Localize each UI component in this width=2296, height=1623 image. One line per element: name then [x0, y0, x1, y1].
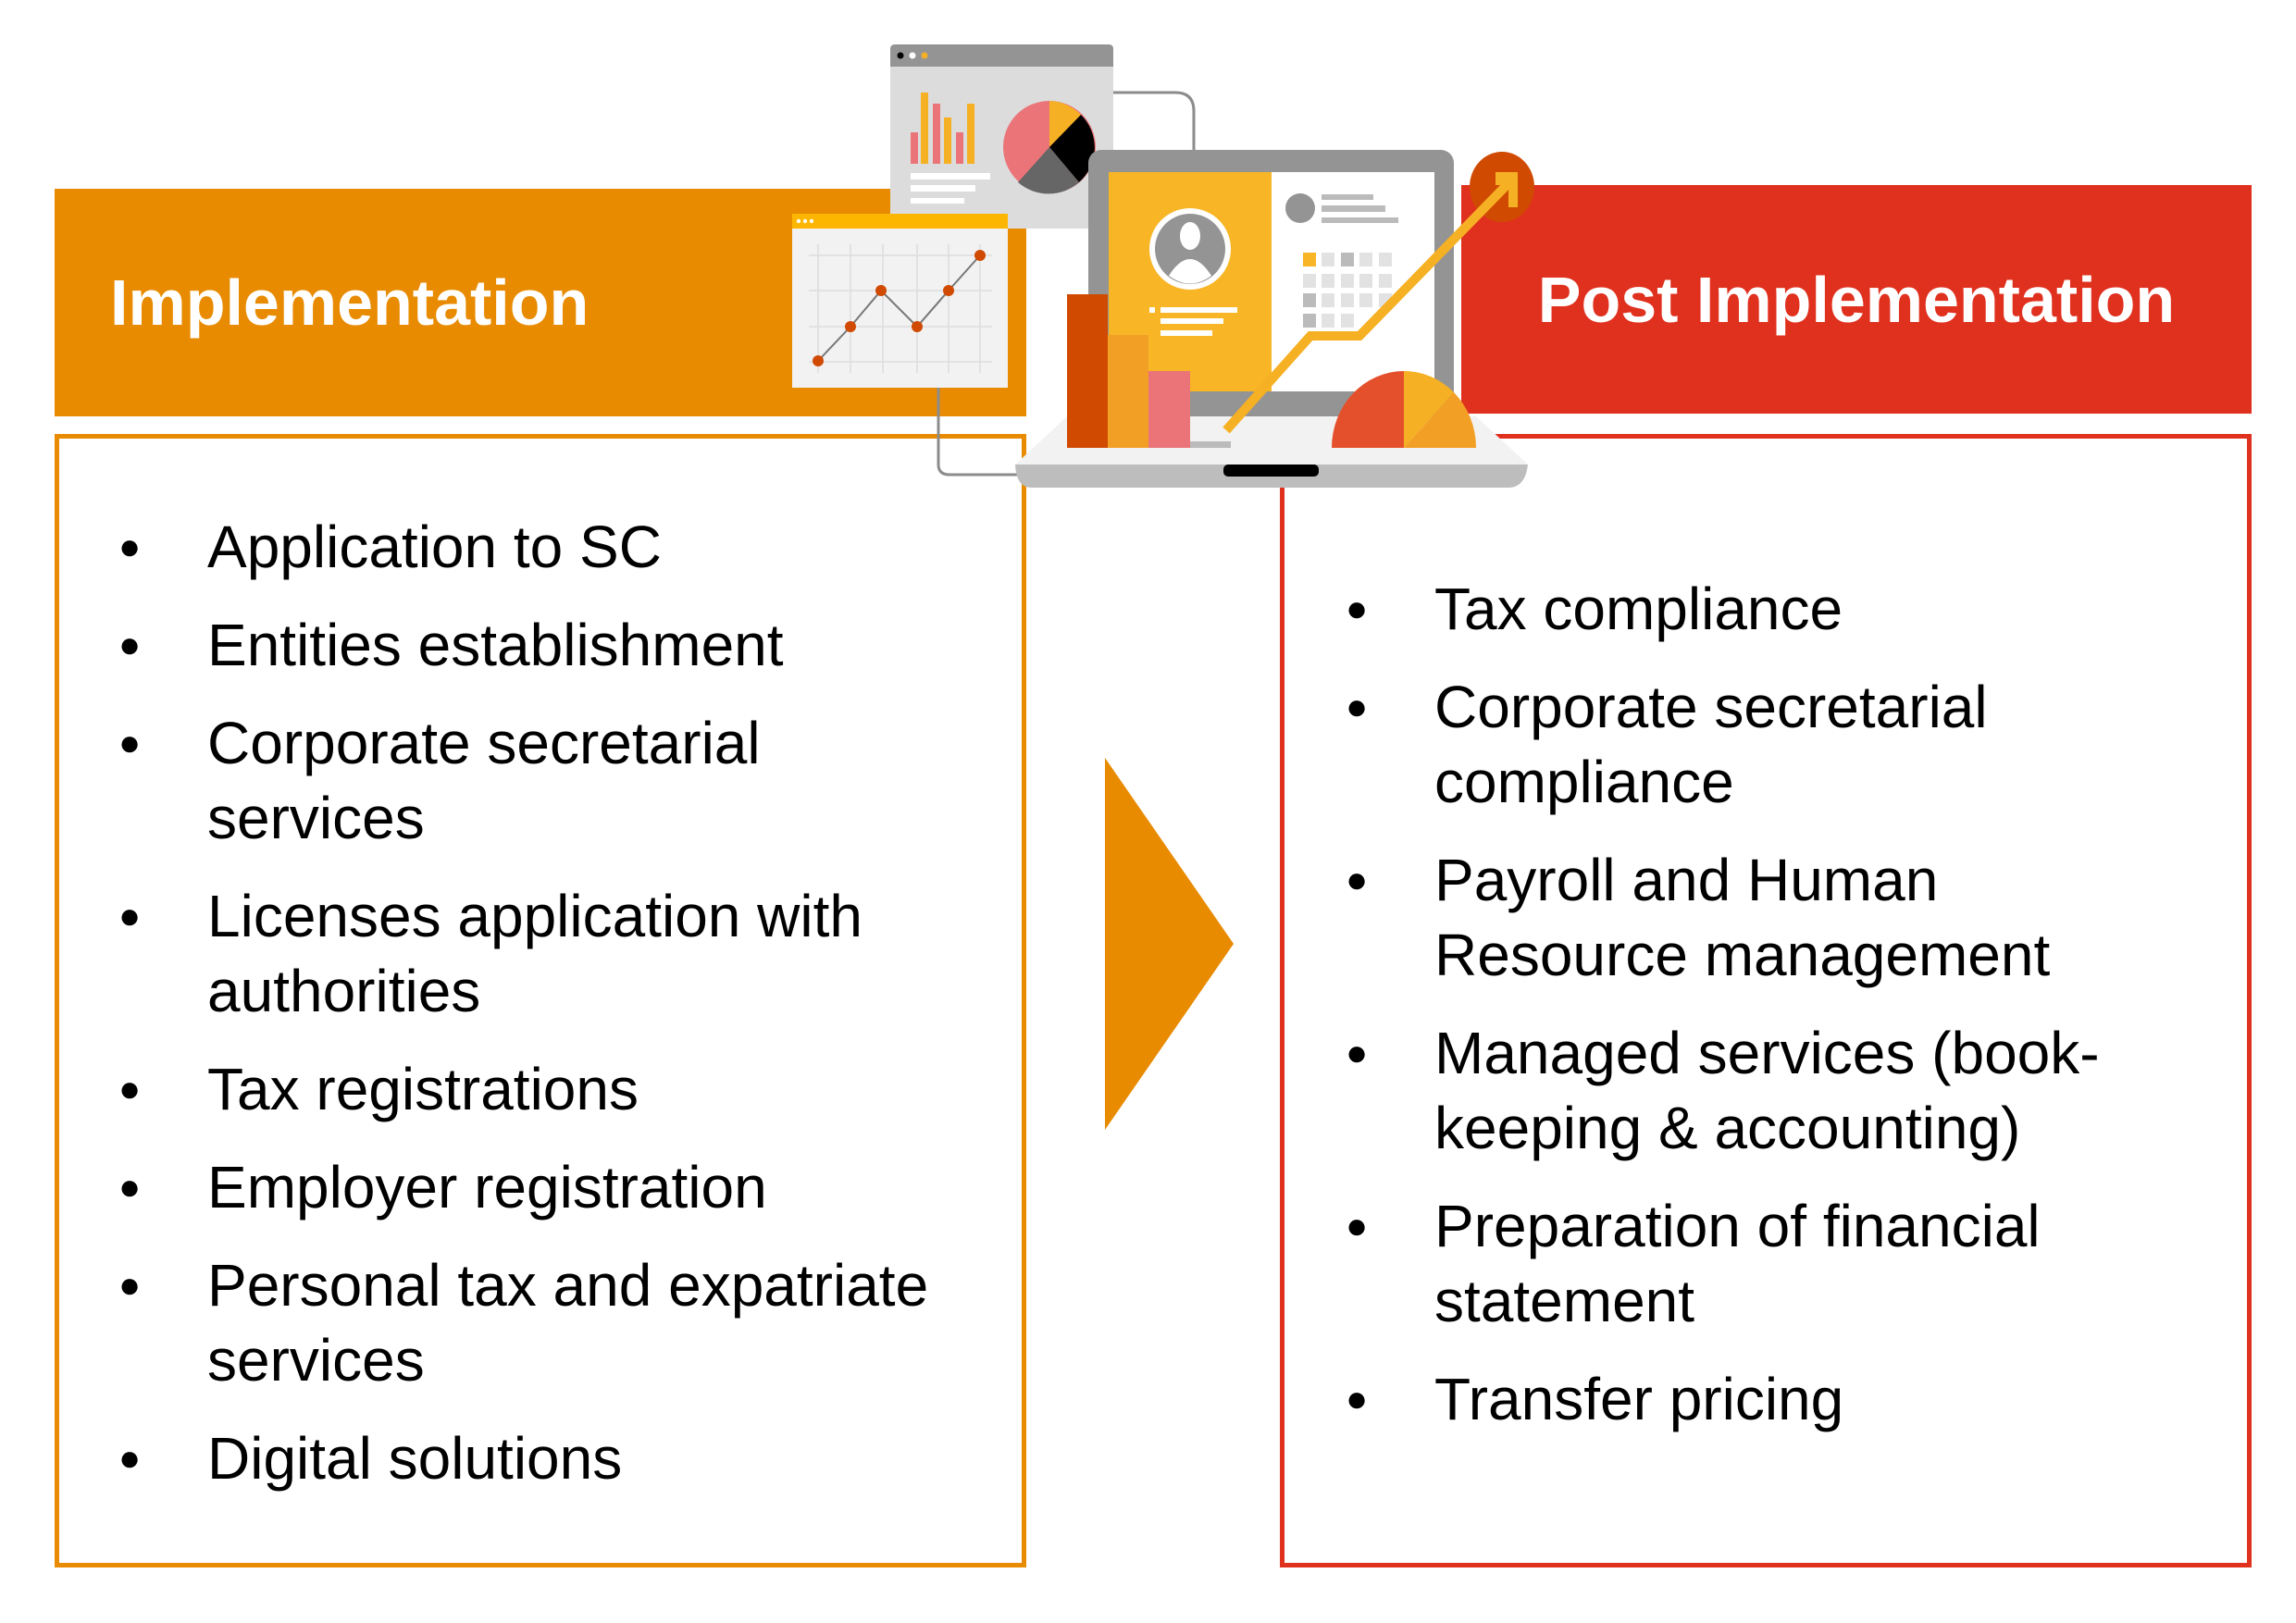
- bullet-icon: ●: [1346, 588, 1369, 629]
- bullet-icon: ●: [1346, 1033, 1369, 1073]
- list-item: ● Preparation of financial statement: [1346, 1189, 2101, 1339]
- list-item-text: Preparation of financial statement: [1434, 1193, 2041, 1334]
- bullet-icon: ●: [118, 723, 142, 763]
- list-item: ● Tax registrations: [118, 1052, 1012, 1127]
- implementation-list: ● Application to SC ● Entities establishme…: [118, 510, 1012, 1519]
- list-item-text: Transfer pricing: [1434, 1366, 1844, 1432]
- implementation-box: [55, 434, 1026, 1567]
- bullet-icon: ●: [1346, 860, 1369, 900]
- bullet-icon: ●: [1346, 1379, 1369, 1419]
- list-item: ● Employer registration: [118, 1150, 1012, 1225]
- bullet-icon: ●: [1346, 1206, 1369, 1246]
- bullet-icon: ●: [1346, 687, 1369, 727]
- list-item: ● Payroll and Human Resource management: [1346, 843, 2101, 993]
- bullet-icon: ●: [118, 1438, 142, 1479]
- list-item: ● Entities establishment: [118, 608, 1012, 683]
- post-implementation-header: Post Implementation: [1461, 185, 2252, 414]
- list-item: ● Corporate secretarial compliance: [1346, 670, 2064, 820]
- bullet-icon: ●: [118, 1069, 142, 1109]
- list-item-text: Managed services (book-keeping & account…: [1434, 1020, 2100, 1161]
- list-item: ● Managed services (book-keeping & accoun…: [1346, 1016, 2249, 1166]
- list-item-text: Tax compliance: [1434, 576, 1843, 642]
- list-item-text: Digital solutions: [207, 1425, 623, 1492]
- bullet-icon: ●: [118, 625, 142, 665]
- bullet-icon: ●: [118, 1167, 142, 1208]
- list-item: ● Tax compliance: [1346, 572, 2249, 647]
- post-implementation-title: Post Implementation: [1537, 263, 2176, 336]
- list-item-text: Tax registrations: [207, 1056, 639, 1122]
- list-item-text: Personal tax and expatriate services: [207, 1252, 929, 1394]
- post-implementation-box: [1280, 434, 2252, 1567]
- implementation-title: Implementation: [110, 266, 590, 339]
- list-item-text: Licenses application with authorities: [207, 883, 863, 1024]
- list-item: ● Licenses application with authorities: [118, 879, 929, 1029]
- list-item-text: Payroll and Human Resource management: [1434, 847, 2051, 988]
- analytics-laptop-illustration: [792, 44, 1534, 488]
- flow-arrow-icon: [1105, 758, 1234, 1130]
- list-item-text: Employer registration: [207, 1154, 767, 1220]
- bullet-icon: ●: [118, 1265, 142, 1306]
- list-item: ● Application to SC: [118, 510, 1012, 585]
- list-item: ● Personal tax and expatriate services: [118, 1248, 985, 1398]
- list-item: ● Transfer pricing: [1346, 1362, 2249, 1437]
- bullet-icon: ●: [118, 527, 142, 567]
- list-item-text: Entities establishment: [207, 612, 784, 678]
- post-implementation-list: ● Tax compliance ● Corporate secretarial c…: [1346, 572, 2249, 1460]
- list-item: ● Corporate secretarial services: [118, 706, 800, 856]
- list-item-text: Application to SC: [207, 514, 662, 580]
- list-item-text: Corporate secretarial compliance: [1434, 674, 1988, 815]
- bullet-icon: ●: [118, 896, 142, 936]
- list-item-text: Corporate secretarial services: [207, 710, 761, 851]
- list-item: ● Digital solutions: [118, 1421, 1012, 1496]
